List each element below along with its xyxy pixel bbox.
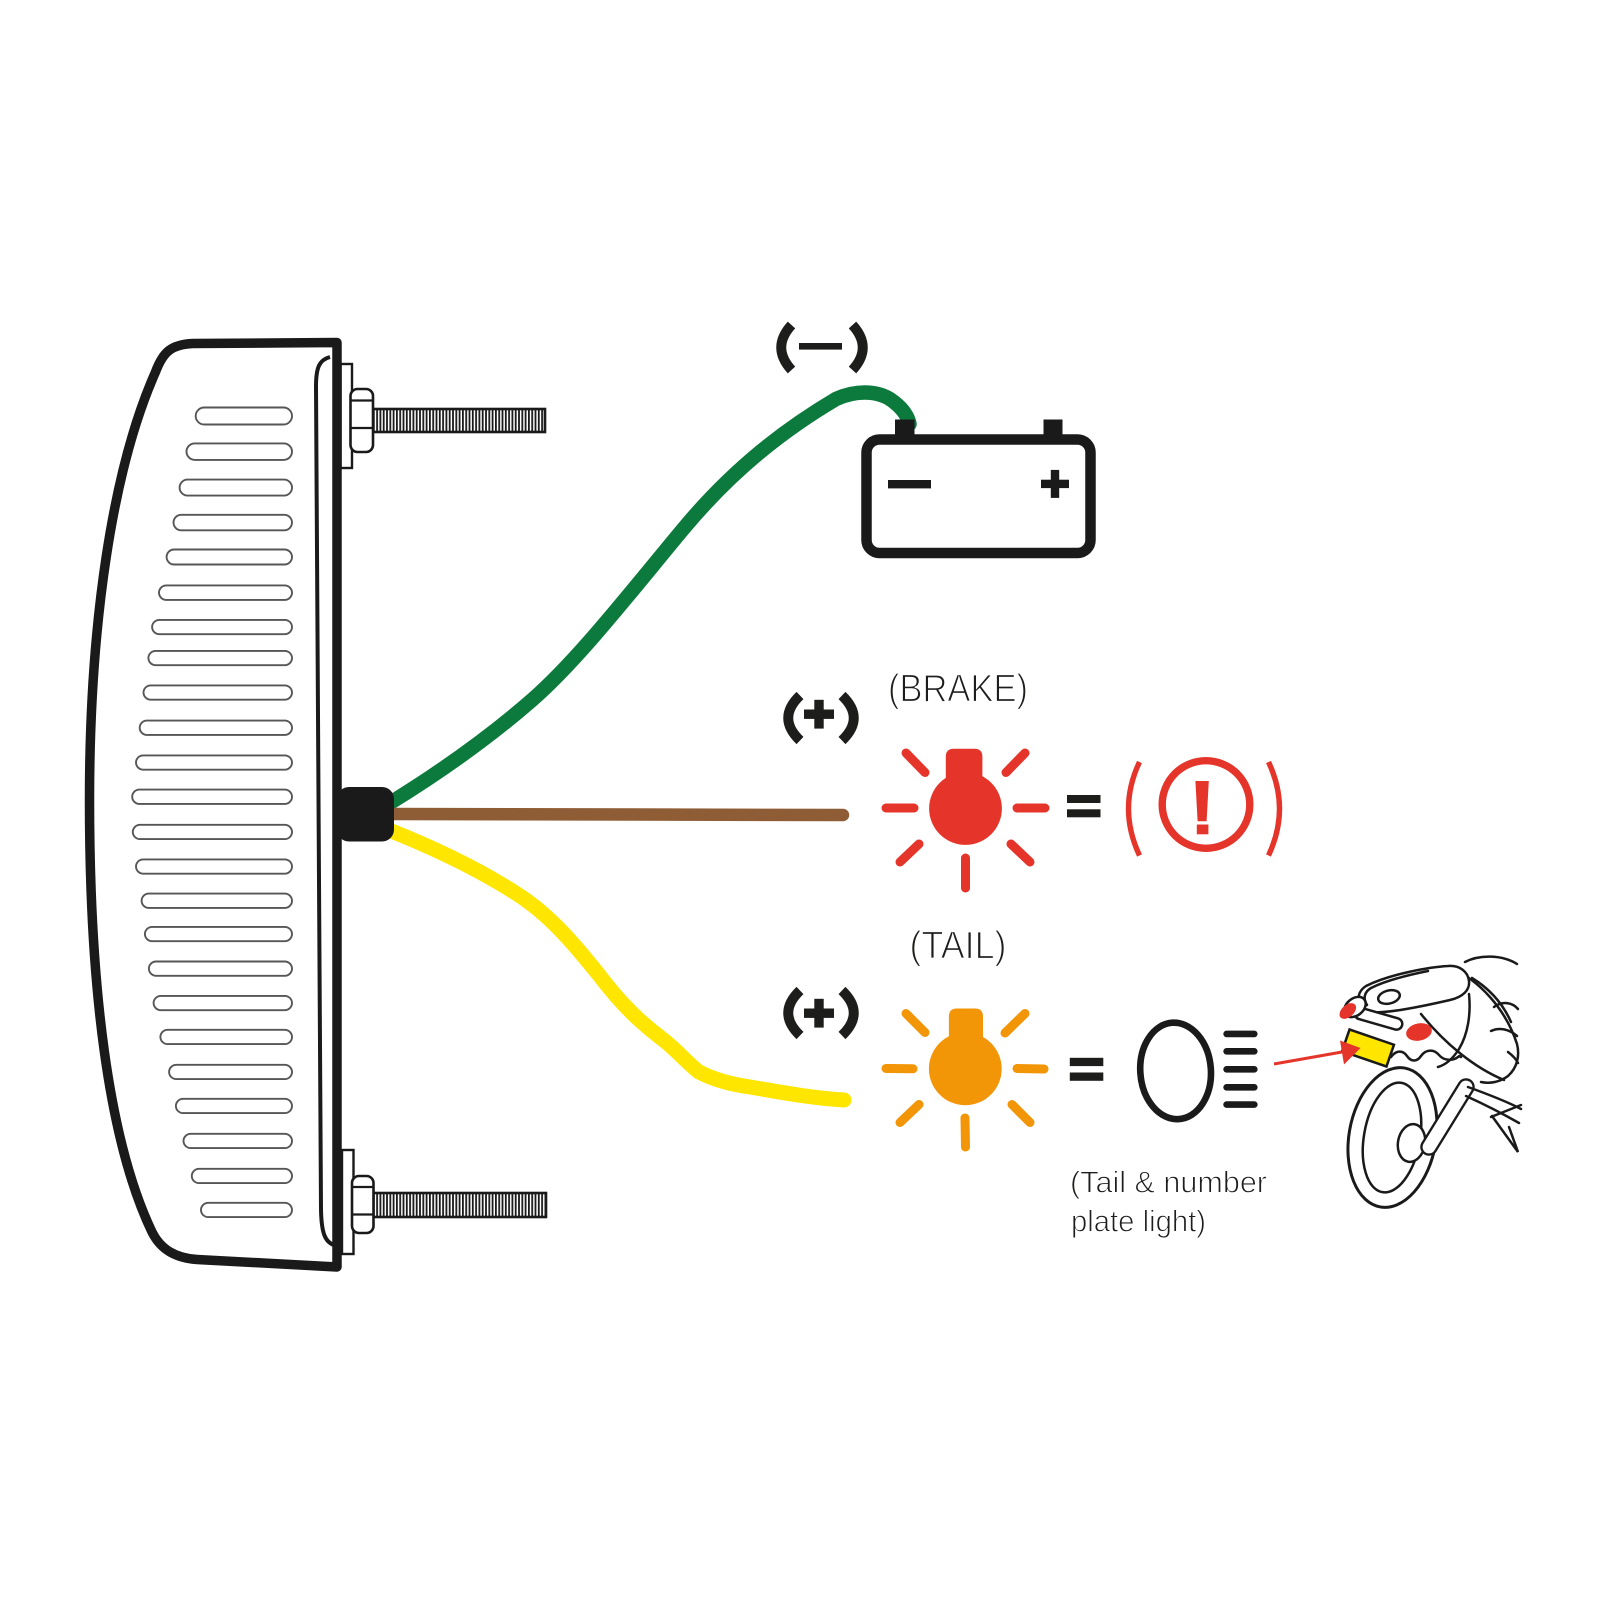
svg-text:(TAIL): (TAIL)	[910, 925, 1007, 968]
svg-text:plate light): plate light)	[1071, 1205, 1206, 1239]
svg-text:(BRAKE): (BRAKE)	[888, 668, 1028, 711]
svg-text:(Tail & number: (Tail & number	[1070, 1166, 1267, 1200]
